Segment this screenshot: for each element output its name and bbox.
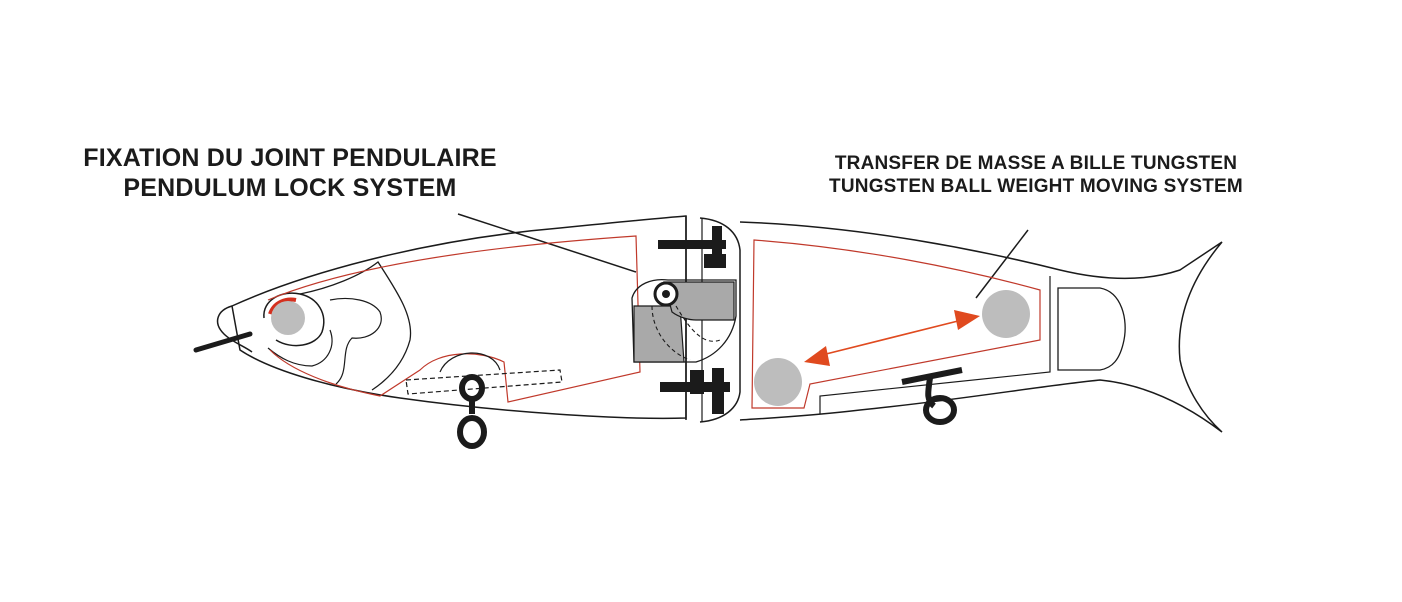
pendulum-lock-housing [631,278,737,363]
weight-transfer-arrow-line [817,319,963,357]
rear-hook-eyelet [901,367,963,425]
pendulum-pivot-center [662,290,670,298]
lower-joint-pin [660,368,730,414]
eye-highlight [268,297,297,315]
rear-inner-wall [819,276,1051,414]
pendulum-lock-label-fr: FIXATION DU JOINT PENDULAIRE [83,144,497,172]
pendulum-lock-label: FIXATION DU JOINT PENDULAIRE PENDULUM LO… [40,143,540,203]
tungsten-leader-line [975,229,1029,299]
joint-plate-rear [699,217,741,423]
tail-connector [1057,287,1126,371]
tungsten-ball-front [754,358,802,406]
gill-detail-2 [267,329,333,367]
eye-ball [271,301,305,335]
lure-snout [216,305,253,353]
pendulum-lock-arm [663,281,735,321]
upper-joint-pin [658,226,726,268]
inner-channel-rear [751,239,1041,409]
gill-plate [299,261,412,391]
gill-detail [329,297,382,385]
weight-transfer-arrowhead-front [804,346,830,366]
tungsten-ball-rear [982,290,1030,338]
tungsten-ball-label-en: TUNGSTEN BALL WEIGHT MOVING SYSTEM [829,176,1243,197]
tungsten-ball-label-fr: TRANSFER DE MASSE A BILLE TUNGSTEN [834,153,1238,174]
tungsten-ball-label: TRANSFER DE MASSE A BILLE TUNGSTEN TUNGS… [786,152,1286,198]
pendulum-lock-label-en: PENDULUM LOCK SYSTEM [123,174,457,202]
inner-channel-front [267,235,641,403]
belly-hanger-slot [439,352,501,373]
front-hook-eyelet [457,374,487,449]
weight-transfer-arrowhead-rear [954,310,980,330]
line-tie [193,331,253,353]
pendulum-swing-path [651,305,721,361]
lure-rear-body [739,221,1223,433]
